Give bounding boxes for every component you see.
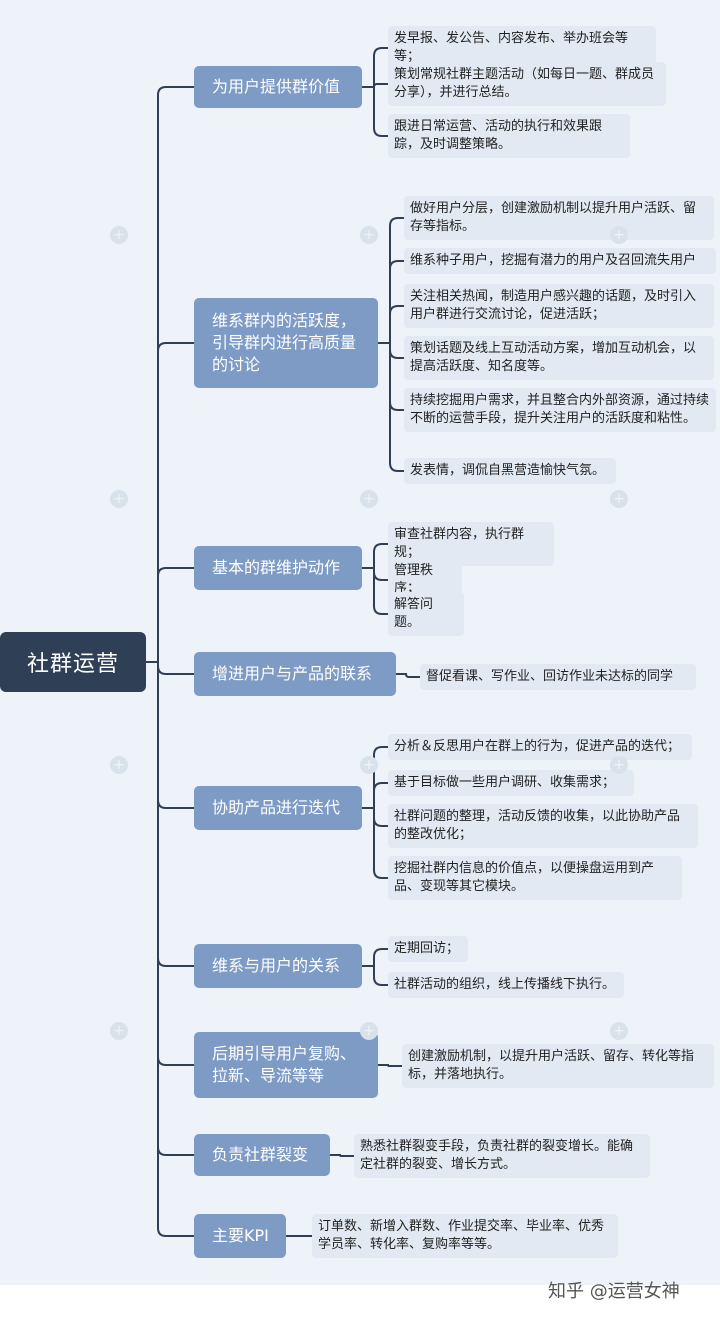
branch-node: 维系群内的活跃度，引导群内进行高质量的讨论 (194, 298, 378, 388)
watermark-icon: + (360, 226, 378, 244)
leaf-node: 策划常规社群主题活动（如每日一题、群成员分享），并进行总结。 (388, 62, 666, 106)
connector-line (362, 543, 388, 569)
leaf-node: 熟悉社群裂变手段，负责社群的裂变增长。能确定社群的裂变、增长方式。 (354, 1134, 650, 1178)
connector-line (396, 673, 420, 678)
branch-node: 增进用户与产品的联系 (194, 652, 396, 696)
leaf-node: 做好用户分层，创建激励机制以提升用户活跃、留存等指标。 (404, 196, 714, 240)
leaf-node: 关注相关热闻，制造用户感兴趣的话题，及时引入用户群进行交流讨论，促进活跃； (404, 284, 714, 328)
connector-line (330, 1154, 354, 1157)
leaf-node: 创建激励机制，以提升用户活跃、留存、转化等指标，并落地执行。 (402, 1044, 714, 1088)
branch-node: 维系与用户的关系 (194, 944, 362, 988)
mindmap-canvas: 社群运营 为用户提供群价值 发早报、发公告、内容发布、举办班会等等； 策划常规社… (0, 26, 716, 1258)
footer-brand: 知乎 @运营女神 (548, 1281, 680, 1302)
connector-line (157, 662, 194, 1237)
watermark-icon: + (610, 756, 628, 774)
connector-line (157, 86, 194, 662)
watermark-icon: + (110, 756, 128, 774)
leaf-node: 维系种子用户，挖掘有潜力的用户及召回流失用户 (404, 248, 716, 274)
watermark-icon: + (610, 490, 628, 508)
root-node: 社群运营 (0, 632, 146, 692)
connector-line (362, 47, 388, 88)
leaf-node: 跟进日常运营、活动的执行和效果跟踪，及时调整策略。 (388, 114, 630, 158)
connector-line (362, 807, 388, 827)
leaf-node: 社群活动的组织，线上传播线下执行。 (388, 972, 624, 998)
connector-line (157, 662, 194, 675)
connector-line (157, 662, 194, 809)
branch-node: 为用户提供群价值 (194, 66, 362, 108)
branch-node: 后期引导用户复购、拉新、导流等等 (194, 1032, 378, 1098)
connector-line (362, 86, 388, 137)
connector-line (362, 948, 388, 967)
branch-node: 协助产品进行迭代 (194, 786, 362, 830)
connector-line (362, 965, 388, 986)
leaf-node: 策划话题及线上互动活动方案，增加互动机会，以提高活跃度、知名度等。 (404, 336, 714, 380)
connector-line (362, 567, 388, 581)
leaf-node: 订单数、新增入群数、作业提交率、毕业率、优秀学员率、转化率、复购率等等。 (312, 1214, 618, 1258)
connector-line (378, 260, 404, 344)
connector-line (157, 662, 194, 1066)
leaf-node: 基于目标做一些用户调研、收集需求； (388, 770, 634, 796)
leaf-node: 解答问题。 (388, 592, 464, 636)
leaf-node: 持续挖掘用户需求，并且整合内外部资源，通过持续不断的运营手段，提升关注用户的活跃… (404, 388, 716, 432)
leaf-node: 挖掘社群内信息的价值点，以便操盘运用到产品、变现等其它模块。 (388, 856, 682, 900)
watermark-icon: + (110, 490, 128, 508)
connector-line (378, 342, 404, 359)
branch-node: 基本的群维护动作 (194, 546, 362, 590)
connector-line (157, 662, 194, 967)
watermark-icon: + (110, 1022, 128, 1040)
connector-line (362, 782, 388, 809)
watermark-icon: + (610, 1022, 628, 1040)
connector-line (378, 217, 404, 344)
watermark-icon: + (610, 226, 628, 244)
watermark-icon: + (360, 756, 378, 774)
footer-bar (0, 1285, 720, 1319)
connector-line (362, 83, 388, 88)
connector-line (378, 342, 404, 472)
connector-line (157, 567, 194, 662)
watermark-icon: + (360, 1022, 378, 1040)
leaf-node: 督促看课、写作业、回访作业未达标的同学 (420, 664, 696, 690)
leaf-node: 发表情，调侃自黑营造愉快气氛。 (404, 458, 616, 484)
connector-line (362, 807, 388, 879)
watermark-icon: + (360, 490, 378, 508)
leaf-node: 社群问题的整理，活动反馈的收集，以此协助产品的整改优化； (388, 804, 698, 848)
connector-line (378, 1064, 402, 1067)
watermark-icon: + (110, 226, 128, 244)
connector-line (378, 342, 404, 411)
connector-line (362, 567, 388, 615)
connector-line (157, 342, 194, 662)
leaf-node: 分析＆反思用户在群上的行为，促进产品的迭代； (388, 734, 692, 760)
leaf-node: 定期回访； (388, 936, 468, 962)
branch-node: 主要KPI (194, 1214, 286, 1258)
connector-line (378, 305, 404, 344)
connector-line (157, 662, 194, 1156)
branch-node: 负责社群裂变 (194, 1134, 330, 1176)
